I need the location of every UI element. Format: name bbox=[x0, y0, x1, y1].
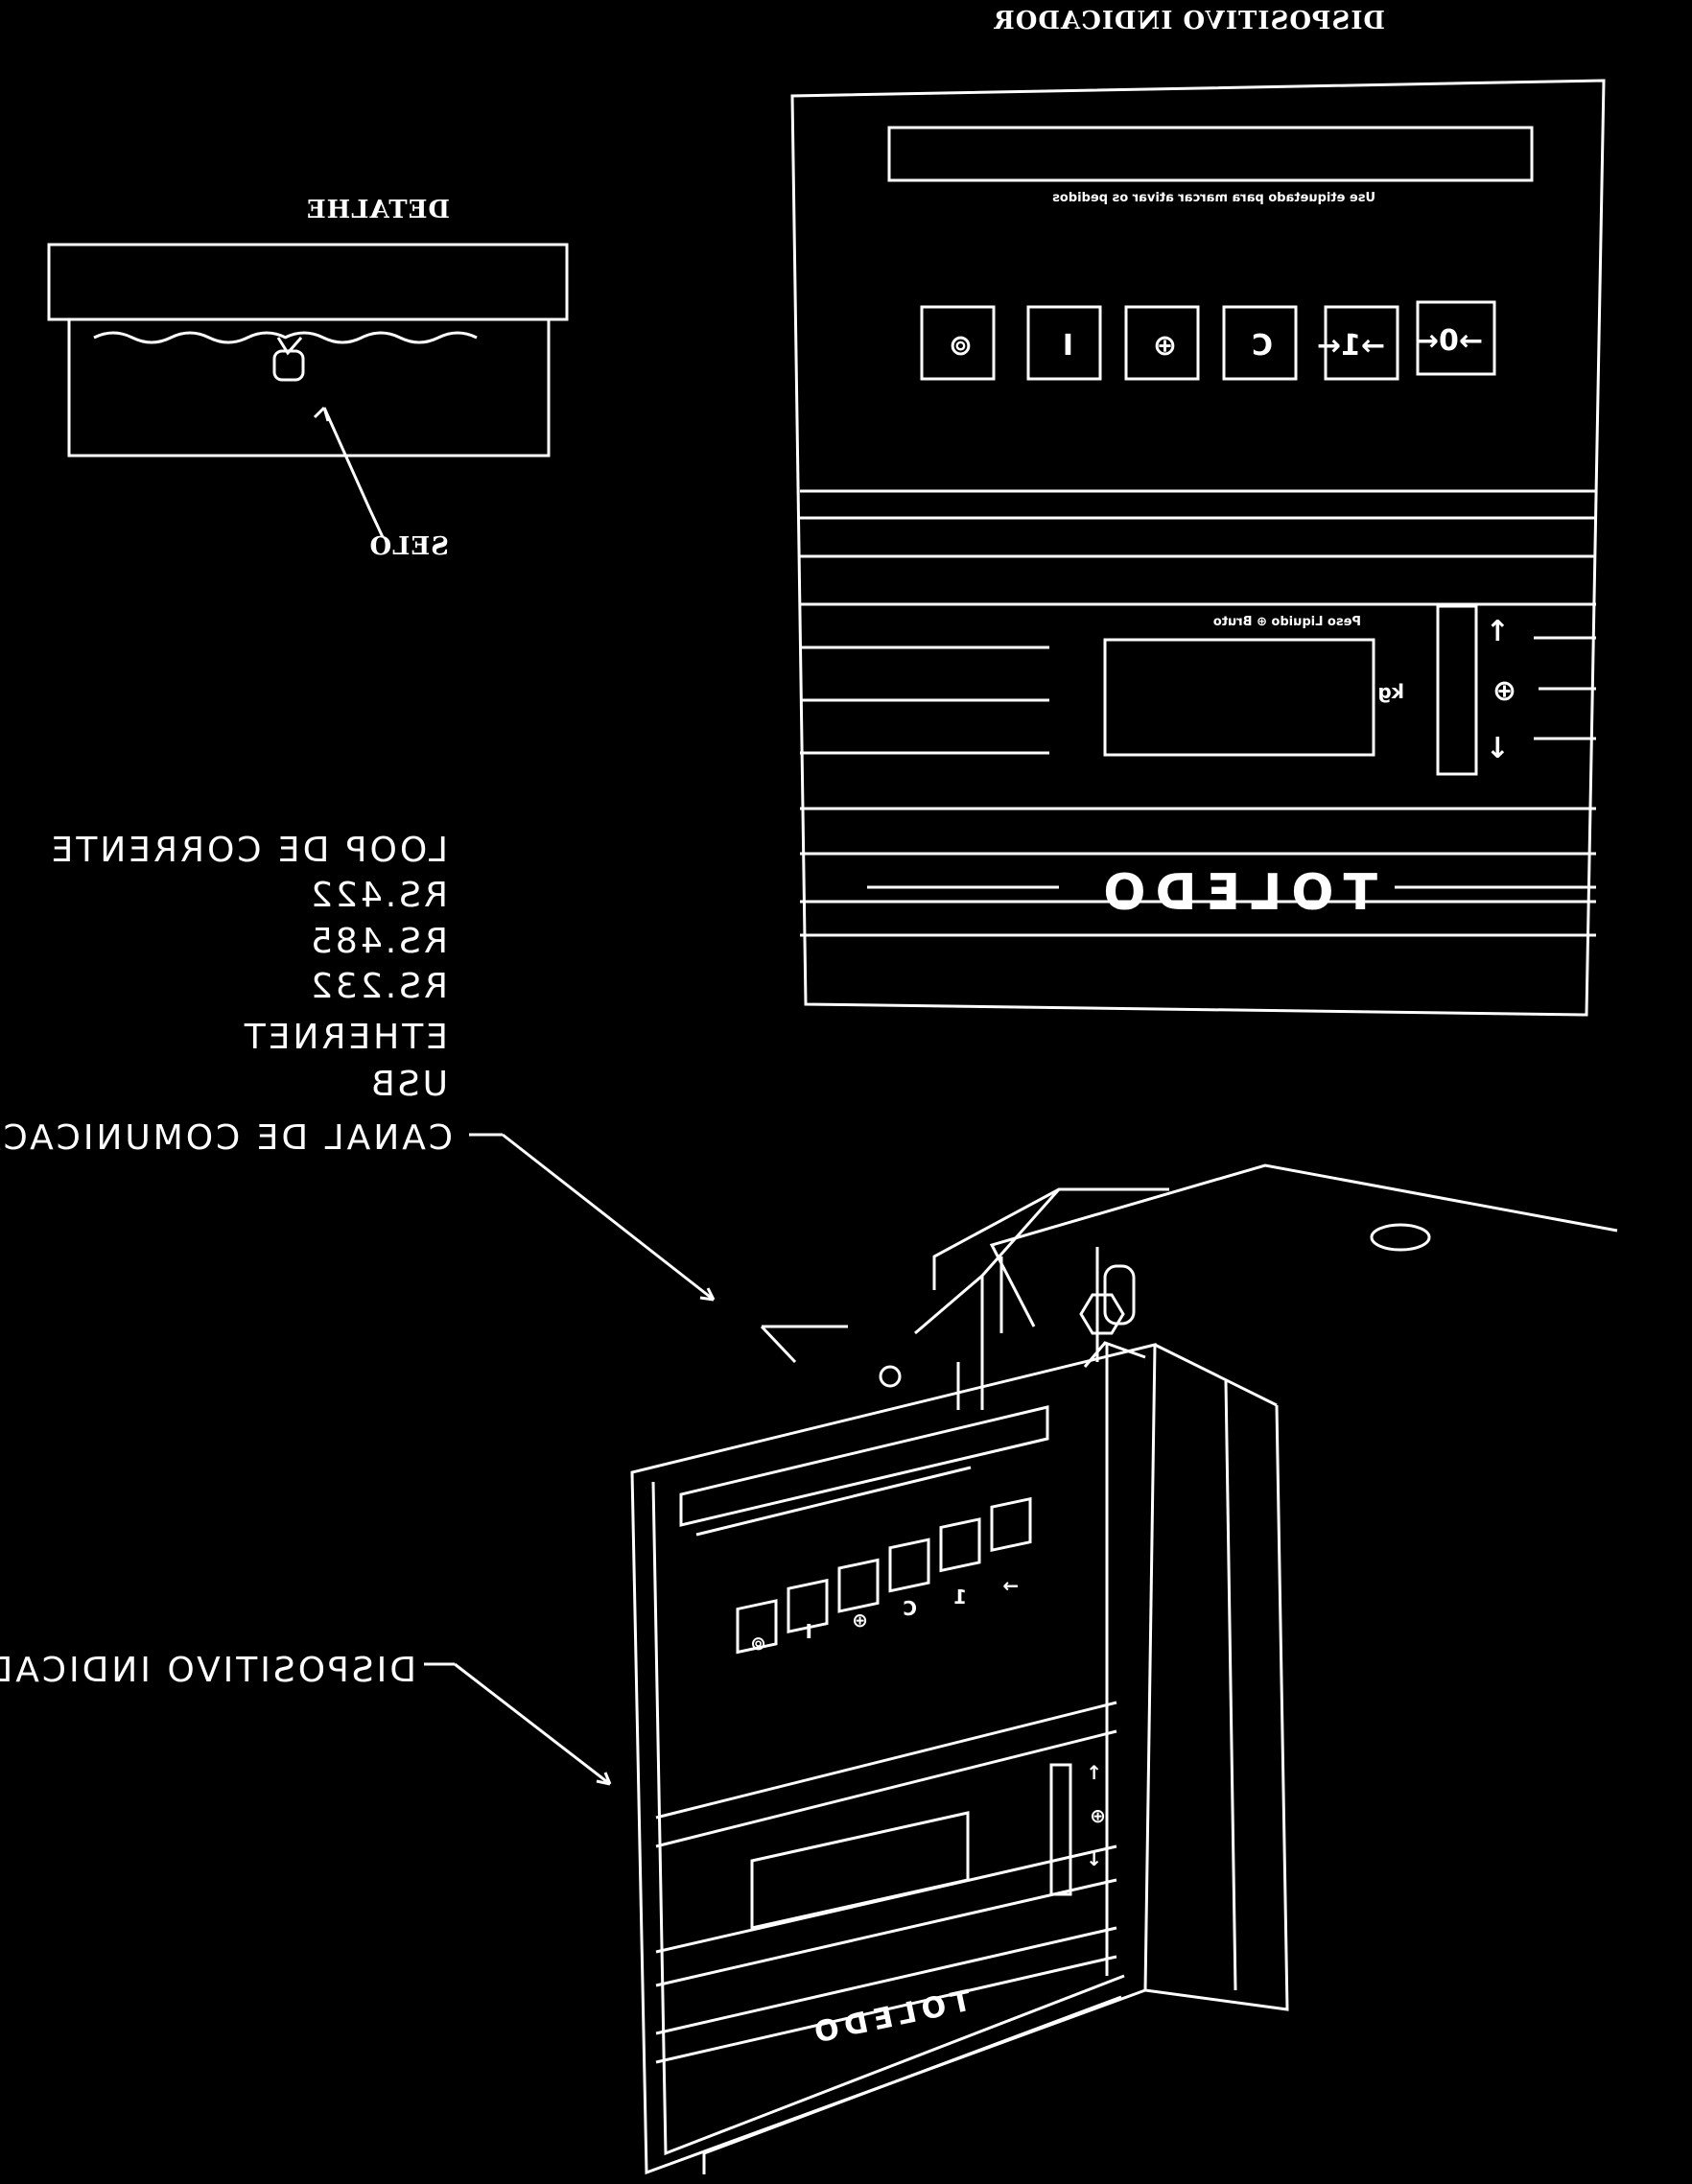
bracket-hole bbox=[1370, 1223, 1431, 1252]
device-keypad: → 1 C ⊕ I ⊚ bbox=[736, 1496, 1032, 1655]
channel-item-4: ETHERNET bbox=[242, 1018, 448, 1057]
key-print-label: I bbox=[1063, 329, 1073, 363]
key-function-label: ⊚ bbox=[949, 329, 973, 363]
device-strip-caption bbox=[695, 1466, 972, 1537]
detail-group: DETALHE SELO bbox=[47, 196, 569, 561]
key-target-label: ⊕ bbox=[1153, 329, 1177, 363]
panel-strip bbox=[887, 126, 1534, 182]
side-key-down: ↓ bbox=[1486, 732, 1510, 765]
device-arrowhead bbox=[596, 1772, 612, 1786]
dev-key-3[interactable] bbox=[837, 1558, 880, 1613]
seal-wire-left bbox=[284, 331, 478, 344]
device-side-top bbox=[1154, 1343, 1278, 1407]
title-top: DISPOSITIVO INDICADOR bbox=[993, 7, 1385, 35]
device-stripe-1 bbox=[655, 1701, 1117, 1820]
channel-item-5: USB bbox=[368, 1065, 448, 1104]
dev-key-4-label: I bbox=[806, 1620, 812, 1643]
seal-wire-right bbox=[93, 331, 287, 344]
bracket-plate bbox=[989, 1163, 1618, 1327]
dev-key-2-label: C bbox=[903, 1597, 917, 1620]
bracket-inner bbox=[914, 1188, 1061, 1335]
detail-box bbox=[67, 317, 551, 458]
key-print[interactable] bbox=[1026, 305, 1102, 381]
channel-item-1: RS.422 bbox=[308, 876, 448, 915]
panel-brand: TOLEDO bbox=[1093, 864, 1377, 922]
channel-item-3: RS.232 bbox=[308, 967, 448, 1006]
device-leader bbox=[454, 1662, 611, 1786]
device-stripe-4 bbox=[655, 1878, 1117, 1987]
bracket-nut bbox=[1079, 1293, 1125, 1335]
bracket-bolt bbox=[879, 1365, 902, 1388]
seal-arrowhead bbox=[313, 406, 330, 422]
device-bottom bbox=[702, 1995, 1122, 2174]
device-display bbox=[750, 1811, 970, 1930]
front-panel: Use etiquetado para marcar ativar os ped… bbox=[790, 79, 1606, 1017]
dev-side-key-down: ↓ bbox=[1086, 1847, 1102, 1870]
dev-side-key-up: ↑ bbox=[1086, 1761, 1102, 1784]
panel-display-caption: Peso Liquido ⊕ Bruto bbox=[1213, 615, 1361, 629]
key-function[interactable] bbox=[920, 305, 996, 381]
seal-wire-joint bbox=[276, 337, 303, 356]
device-3d: → 1 C ⊕ I ⊚ ↑ ⊕ ↓ TOLEDO bbox=[630, 1163, 1618, 2175]
dev-key-2[interactable] bbox=[888, 1538, 930, 1593]
dev-key-0[interactable] bbox=[990, 1496, 1032, 1552]
device-label: DISPOSITIVO INDICADOR bbox=[0, 1651, 416, 1690]
dev-key-1[interactable] bbox=[939, 1517, 981, 1573]
seal-label: SELO bbox=[368, 532, 449, 561]
dev-key-0-label: → bbox=[1002, 1574, 1019, 1597]
key-tare[interactable] bbox=[1324, 305, 1399, 381]
device-front bbox=[630, 1343, 1157, 2175]
key-clear[interactable] bbox=[1222, 305, 1298, 381]
device-stripe-6 bbox=[655, 1955, 1117, 2064]
channel-leader bbox=[502, 1133, 715, 1302]
channel-label: CANAL DE COMUNICACAO bbox=[0, 1118, 453, 1158]
bracket-top-left bbox=[932, 1187, 1169, 1290]
dev-key-4[interactable] bbox=[787, 1578, 829, 1634]
device-stripe-5 bbox=[655, 1926, 1117, 2035]
device-label-group: DISPOSITIVO INDICADOR bbox=[0, 1651, 612, 1786]
channel-item-2: RS.485 bbox=[308, 922, 448, 961]
dev-key-5-label: ⊚ bbox=[750, 1632, 766, 1655]
dev-key-3-label: ⊕ bbox=[852, 1609, 868, 1632]
device-side-indicator bbox=[1049, 1763, 1072, 1896]
panel-outline bbox=[790, 79, 1606, 1017]
channel-item-0: LOOP DE CORRENTE bbox=[49, 831, 448, 870]
device-top-edge bbox=[1083, 1341, 1146, 1368]
device-side-inner bbox=[1224, 1380, 1237, 1991]
device-stripe-2 bbox=[655, 1729, 1117, 1848]
key-tare-label: →1← bbox=[1317, 329, 1385, 363]
side-key-center: ⊕ bbox=[1492, 674, 1516, 708]
seal-leader bbox=[322, 407, 385, 538]
panel-display bbox=[1103, 638, 1375, 757]
dev-key-5[interactable] bbox=[736, 1599, 778, 1655]
channel-list: LOOP DE CORRENTE RS.422 RS.485 RS.232 ET… bbox=[0, 831, 716, 1302]
key-target[interactable] bbox=[1124, 305, 1200, 381]
key-clear-label: C bbox=[1252, 329, 1273, 363]
key-zero-label: →0← bbox=[1415, 324, 1483, 358]
bracket-flange-2 bbox=[760, 1325, 797, 1364]
dev-side-key-center: ⊕ bbox=[1090, 1804, 1106, 1827]
panel-display-unit: kg bbox=[1377, 680, 1404, 703]
panel-side-indicator bbox=[1436, 604, 1478, 776]
detail-lid bbox=[47, 243, 569, 321]
side-key-up: ↑ bbox=[1486, 615, 1510, 648]
device-side bbox=[1144, 1404, 1289, 2011]
device-strip bbox=[679, 1405, 1049, 1527]
panel-strip-caption: Use etiquetado para marcar ativar os ped… bbox=[1052, 191, 1375, 205]
panel-keypad: →0← →1← C ⊕ I ⊚ bbox=[920, 300, 1496, 381]
channel-arrowhead bbox=[699, 1287, 716, 1302]
detail-label: DETALHE bbox=[306, 196, 450, 224]
key-zero[interactable] bbox=[1416, 300, 1496, 376]
dev-key-1-label: 1 bbox=[953, 1585, 967, 1609]
seal-icon bbox=[272, 349, 305, 382]
device-bezel bbox=[651, 1481, 1125, 2156]
